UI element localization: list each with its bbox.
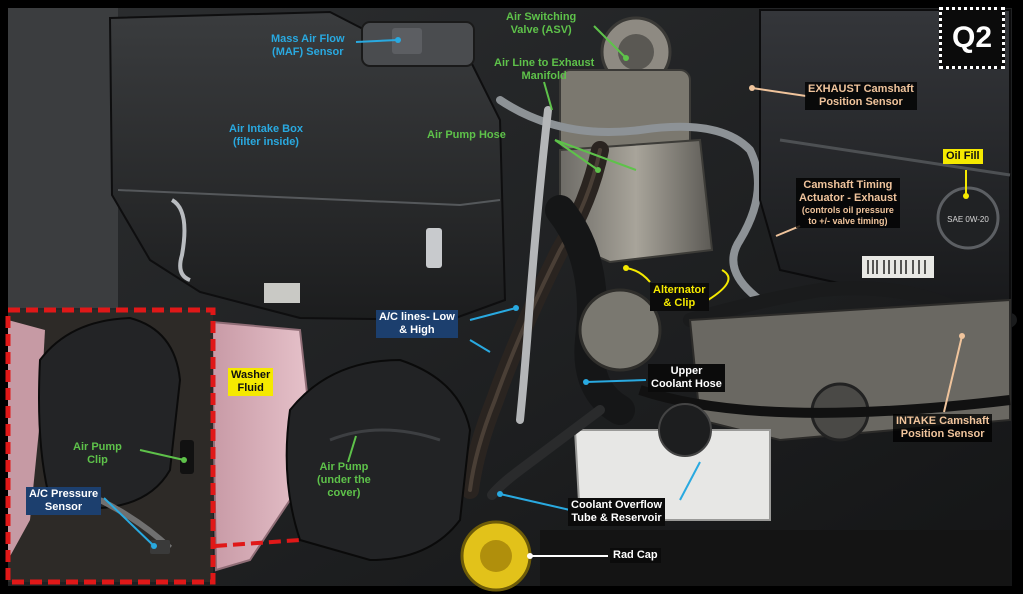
label-ac-lines: A/C lines- Low& High — [376, 310, 458, 338]
arrow-heads — [151, 37, 969, 559]
barcode-lines — [867, 260, 926, 274]
label-air-pump-hose: Air Pump Hose — [427, 129, 506, 141]
arrow-pumphose — [554, 139, 599, 171]
coolant-overflow-tube — [487, 405, 605, 500]
radiator-cap-center — [480, 540, 512, 572]
arrow-maf — [355, 39, 399, 43]
leader-lines — [103, 25, 967, 557]
label-alternator-clip: Alternator& Clip — [650, 283, 709, 311]
inset-washer-pink — [8, 320, 45, 560]
air-pump-cover-ridge — [329, 428, 441, 442]
asv-valve-inner — [618, 34, 654, 70]
label-rad-cap: Rad Cap — [610, 548, 661, 563]
arrow-pumpclip — [139, 449, 185, 461]
intake-box-sticker — [264, 283, 300, 303]
oil-cap-text: SAE 0W-20 — [947, 215, 989, 224]
arrow-airpump — [347, 435, 357, 463]
arrow-airline — [543, 81, 553, 111]
maf-connector — [392, 28, 422, 54]
arrow-ex-cam — [751, 87, 807, 97]
label-oil-fill: Oil Fill — [943, 149, 983, 164]
air-pump-cover — [285, 358, 472, 562]
arrow-intake-cam — [943, 335, 963, 413]
left-fender-area — [8, 8, 118, 308]
valve-cover-ridge — [779, 138, 1011, 177]
intake-box-lid-ridge — [117, 189, 501, 207]
label-maf-sensor: Mass Air Flow(MAF) Sensor — [271, 33, 345, 58]
intake-box-clip-left — [170, 198, 191, 282]
question-badge: Q2 — [939, 7, 1005, 69]
arrow-upper-coolant — [585, 379, 647, 383]
inset-pump-clip — [180, 440, 194, 474]
arrow-asv — [593, 25, 627, 59]
inset-dashed-connector — [214, 538, 301, 548]
barcode-sticker — [862, 256, 934, 278]
arrow-ac-1 — [469, 307, 517, 321]
arrow-overflow-1 — [499, 493, 571, 511]
air-intake-box — [108, 10, 507, 322]
intake-box-clip-right — [426, 228, 442, 268]
air-line-to-exhaust — [496, 96, 764, 304]
arrow-acps — [103, 497, 155, 547]
inset-air-pump-cover — [38, 316, 182, 510]
arrow-ac-2 — [469, 339, 491, 353]
arrow-pumphose-2 — [554, 139, 637, 171]
label-air-intake-box: Air Intake Box(filter inside) — [229, 123, 303, 148]
ac-line-high — [516, 106, 552, 424]
arrow-alternator-2 — [707, 269, 730, 301]
oil-fill-cap — [936, 186, 1000, 250]
coolant-reservoir-cap — [658, 403, 712, 457]
inset-dashed-border — [5, 307, 216, 585]
alternator-body — [578, 288, 662, 372]
arrow-overflow-2 — [679, 461, 701, 501]
